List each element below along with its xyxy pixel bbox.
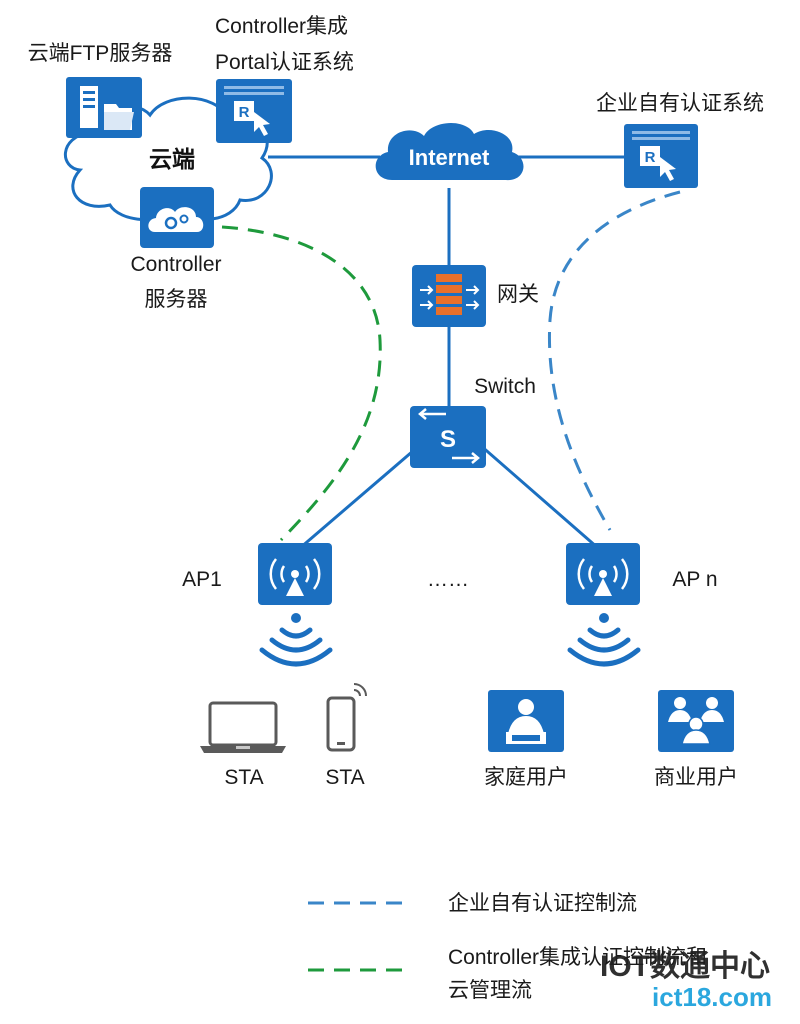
svg-text:S: S [440,426,456,453]
cloud-ftp-server: 云端FTP服务器 [28,42,173,138]
internet-label: Internet [409,145,490,170]
sta-phone-label: STA [325,766,364,789]
business-user-label: 商业用户 [654,766,738,789]
legend: 企业自有认证控制流 Controller集成认证控制流和 云管理流 [308,892,707,1002]
phone-icon [326,683,367,752]
ap1: AP1 [182,543,333,667]
internet-cloud-icon [375,122,524,181]
server-icon [66,77,142,138]
laptop-icon [200,701,286,753]
enterprise-auth-label: 企业自有认证系统 [596,92,764,115]
cloud-label: 云端 [149,146,195,172]
access-point-icon [258,543,332,605]
sta-laptop: STA [200,701,286,789]
controller-portal: Controller集成 Portal认证系统 R [215,15,354,143]
gateway: 网关 [412,265,539,327]
ap1-label: AP1 [182,568,222,591]
group-users-icon [658,690,734,752]
link-switch-ap1 [299,443,421,550]
apn: AP n [566,543,718,667]
enterprise-control-flow [547,190,681,531]
gateway-label: 网关 [497,283,539,306]
svg-text:R: R [239,104,250,121]
controller-portal-label-line1: Controller集成 [215,15,348,38]
svg-text:R: R [645,149,656,166]
enterprise-auth: 企业自有认证系统 R [596,92,764,188]
apn-label: AP n [672,568,717,591]
links [268,155,624,550]
business-user: 商业用户 [654,690,738,789]
firewall-icon [412,265,486,327]
cloud-control-flow [221,225,382,542]
controller-server-label-line1: Controller [130,253,221,276]
controller-server-label-line2: 服务器 [145,288,208,311]
wifi-signal-icon [567,613,641,667]
sta-laptop-label: STA [224,766,263,789]
sta-phone: STA [325,683,367,789]
controller-server: Controller 服务器 [130,187,222,311]
watermark-cn: IOT数通中心 [600,950,770,983]
access-point-icon [566,543,640,605]
legend-cloud-label-line1: Controller集成认证控制流和 [448,946,707,969]
link-switch-apn [479,443,599,550]
ellipsis-label: …… [427,568,469,591]
home-user-label: 家庭用户 [484,766,568,789]
wifi-signal-icon [259,613,333,667]
legend-cloud-label-line2: 云管理流 [448,979,532,1002]
watermark-en: ict18.com [652,982,772,1012]
switch-label: Switch [474,375,536,398]
home-user: 家庭用户 [484,690,568,789]
switch-icon: S [410,406,486,468]
auth-system-icon: R [624,124,698,188]
switch: Switch S [410,375,536,468]
cloud-ftp-server-label: 云端FTP服务器 [28,42,173,65]
cloud-gear-icon [140,187,214,248]
watermark: IOT数通中心 ict18.com [600,950,772,1012]
internet: Internet [375,122,524,181]
legend-enterprise-label: 企业自有认证控制流 [448,892,637,915]
single-user-icon [488,690,564,752]
auth-system-icon: R [216,79,292,143]
controller-portal-label-line2: Portal认证系统 [215,51,354,74]
